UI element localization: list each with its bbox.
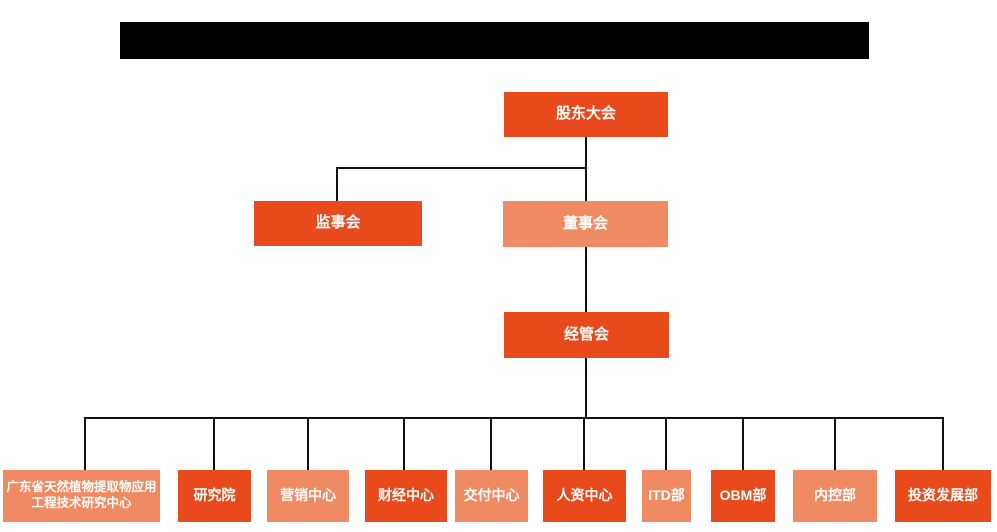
node-dept-research-center: 广东省天然植物提取物应用工程技术研究中心	[3, 470, 160, 522]
node-label: 投资发展部	[908, 487, 978, 504]
connector-level2-branch	[336, 167, 587, 169]
connector-drop-research-institute	[213, 417, 215, 470]
node-label: 内控部	[814, 487, 856, 504]
node-label: ITD部	[648, 487, 685, 504]
connector-drop-investment-development	[942, 417, 944, 470]
node-label: 交付中心	[463, 487, 520, 504]
node-label: 人资中心	[556, 487, 613, 504]
node-label: 财经中心	[378, 487, 434, 504]
connector-drop-obm	[742, 417, 744, 470]
node-label: 经管会	[563, 325, 609, 343]
connector-drop-hr-center	[583, 417, 585, 470]
node-dept-obm: OBM部	[711, 470, 775, 522]
connector-drop-marketing-center	[307, 417, 309, 470]
node-dept-investment-development: 投资发展部	[895, 470, 991, 522]
connector-root-down	[585, 137, 587, 168]
node-label: 监事会	[315, 214, 361, 232]
node-dept-hr-center: 人资中心	[543, 470, 626, 522]
node-board-of-directors: 董事会	[503, 201, 668, 247]
node-label: 广东省天然植物提取物应用工程技术研究中心	[6, 480, 157, 510]
connector-drop-delivery-center	[490, 417, 492, 470]
node-label: 营销中心	[280, 487, 336, 504]
node-label: 股东大会	[555, 105, 616, 123]
node-dept-marketing-center: 营销中心	[267, 470, 349, 522]
connector-drop-itd	[665, 417, 667, 470]
node-shareholders-meeting: 股东大会	[504, 92, 668, 137]
node-dept-itd: ITD部	[642, 470, 691, 522]
connector-drop-research-center	[84, 417, 86, 470]
node-management-committee: 经管会	[504, 312, 669, 358]
node-dept-finance-center: 财经中心	[365, 470, 447, 522]
node-dept-research-institute: 研究院	[178, 470, 251, 522]
connector-department-bus	[84, 417, 944, 419]
connector-directors-to-management	[585, 246, 587, 312]
connector-drop-finance-center	[403, 417, 405, 470]
node-label: OBM部	[719, 487, 767, 504]
redacted-title-bar	[120, 22, 869, 59]
connector-to-board-of-directors	[585, 167, 587, 201]
connector-management-to-bus	[585, 358, 587, 418]
connector-drop-internal-control	[834, 417, 836, 470]
node-supervisory-board: 监事会	[254, 201, 422, 246]
node-label: 研究院	[193, 487, 236, 504]
node-dept-delivery-center: 交付中心	[455, 470, 528, 522]
connector-to-supervisory-board	[336, 167, 338, 201]
node-label: 董事会	[562, 214, 608, 232]
node-dept-internal-control: 内控部	[793, 470, 877, 522]
